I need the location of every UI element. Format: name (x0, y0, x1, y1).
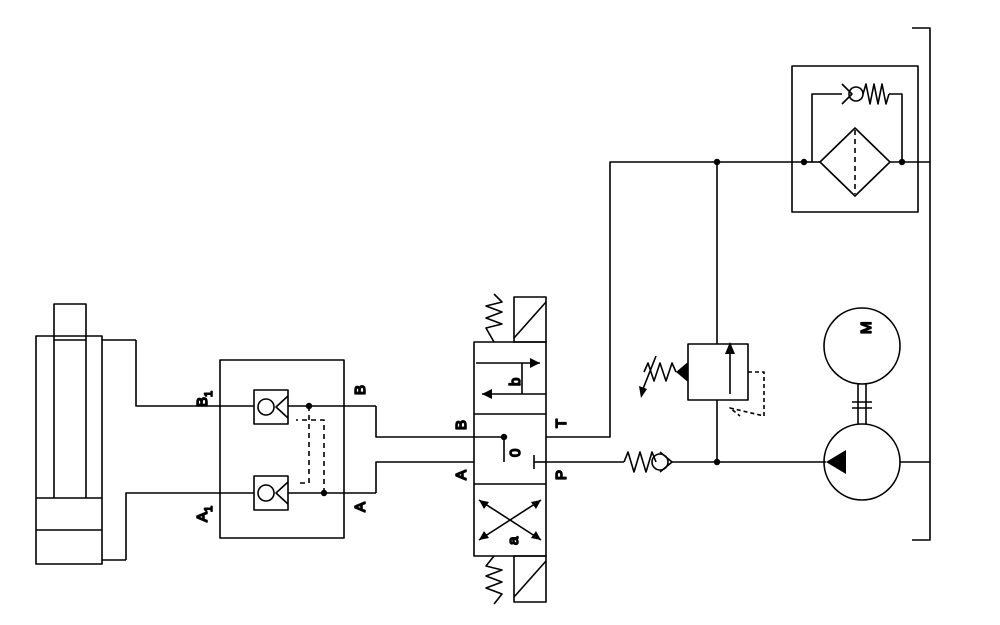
solenoid-b (513, 296, 547, 343)
label-b1: B (194, 397, 211, 407)
solenoid-a (513, 555, 547, 603)
spring-icon (485, 293, 503, 343)
hydraulic-cylinder (35, 303, 136, 565)
check-valve-icon (651, 451, 673, 473)
cylinder-lines (125, 340, 254, 560)
pump-icon (823, 423, 930, 501)
valve-labels: B A T P b 0 a (452, 377, 571, 546)
label-lock-a: A (352, 502, 369, 512)
label-valve-t: T (553, 419, 570, 428)
label-a1: A (194, 512, 211, 522)
directional-valve-4-3 (473, 293, 547, 605)
shaft-coupling (852, 384, 872, 424)
label-valve-p: P (553, 470, 570, 480)
tank (912, 27, 931, 541)
label-valve-b: B (453, 420, 470, 430)
pressure-line (546, 400, 826, 473)
label-pos-a: a (505, 536, 522, 545)
valve-position-a (478, 499, 542, 541)
label-lock-b: B (352, 385, 369, 395)
return-line (546, 158, 804, 438)
relief-valve-icon (639, 342, 765, 417)
spring-icon (623, 451, 657, 473)
lock-to-valve-lines (375, 406, 474, 493)
label-b1-sub: 1 (203, 391, 215, 397)
label-motor: M (858, 322, 875, 335)
spring-icon (485, 555, 503, 605)
filter-assembly (791, 65, 930, 213)
spring-icon (862, 83, 890, 105)
valve-position-b (476, 358, 546, 399)
label-pos-0: 0 (507, 449, 524, 457)
valve-position-0 (474, 433, 546, 469)
lock-labels: B 1 A 1 B A (193, 384, 370, 523)
check-valve-icon (253, 389, 289, 425)
label-valve-a: A (453, 470, 470, 480)
check-valve-icon (253, 475, 289, 511)
motor-icon: M (823, 307, 901, 385)
check-valve-icon (841, 83, 864, 105)
label-a1-sub: 1 (203, 506, 215, 512)
label-pos-b: b (507, 378, 524, 386)
hydraulic-lock-block (219, 359, 376, 539)
